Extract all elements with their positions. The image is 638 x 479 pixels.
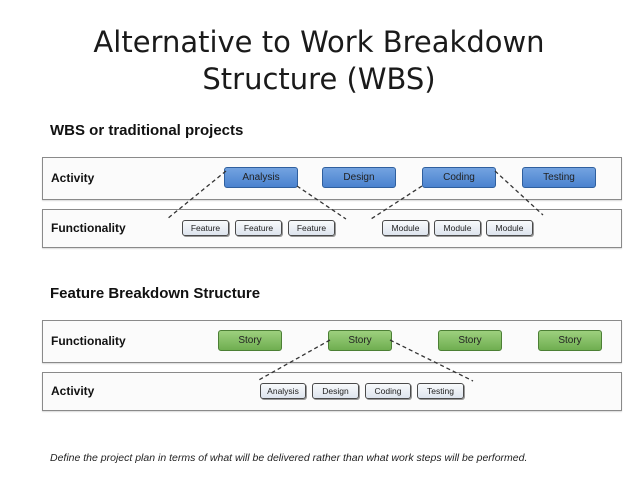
wbs-activity-analysis: Analysis	[224, 167, 298, 188]
wbs-activity-coding: Coding	[422, 167, 496, 188]
fbs-connector-story-left	[256, 339, 331, 382]
slide-title-line-2: Structure (WBS)	[202, 62, 436, 96]
footer-note: Define the project plan in terms of what…	[50, 452, 528, 464]
slide-title-line-1: Alternative to Work Breakdown	[93, 25, 545, 59]
fbs-activity-testing: Testing	[417, 383, 464, 399]
fbs-functionality-label: Functionality	[51, 334, 126, 348]
fbs-story-3: Story	[438, 330, 502, 351]
wbs-feature-2: Feature	[235, 220, 282, 236]
fbs-story-1: Story	[218, 330, 282, 351]
wbs-feature-3: Feature	[288, 220, 335, 236]
fbs-activity-analysis: Analysis	[260, 383, 306, 399]
fbs-activity-band	[42, 372, 622, 411]
wbs-module-1: Module	[382, 220, 429, 236]
wbs-feature-1: Feature	[182, 220, 229, 236]
fbs-connector-story-right	[389, 339, 474, 382]
wbs-connector-analysis-right	[296, 185, 347, 220]
fbs-activity-label: Activity	[51, 384, 95, 398]
fbs-story-4: Story	[538, 330, 602, 351]
wbs-activity-testing: Testing	[522, 167, 596, 188]
wbs-activity-label: Activity	[51, 171, 95, 185]
wbs-functionality-label: Functionality	[51, 221, 126, 235]
fbs-heading: Feature Breakdown Structure	[50, 285, 261, 302]
wbs-heading: WBS or traditional projects	[50, 122, 244, 139]
fbs-activity-coding: Coding	[365, 383, 411, 399]
wbs-activity-design: Design	[322, 167, 396, 188]
slide-title: Alternative to Work Breakdown Structure …	[0, 24, 638, 98]
wbs-connector-analysis-left	[166, 170, 227, 220]
wbs-module-3: Module	[486, 220, 533, 236]
wbs-connector-coding-right	[494, 170, 544, 216]
wbs-connector-coding-left	[370, 185, 423, 220]
fbs-activity-design: Design	[312, 383, 359, 399]
wbs-module-2: Module	[434, 220, 481, 236]
